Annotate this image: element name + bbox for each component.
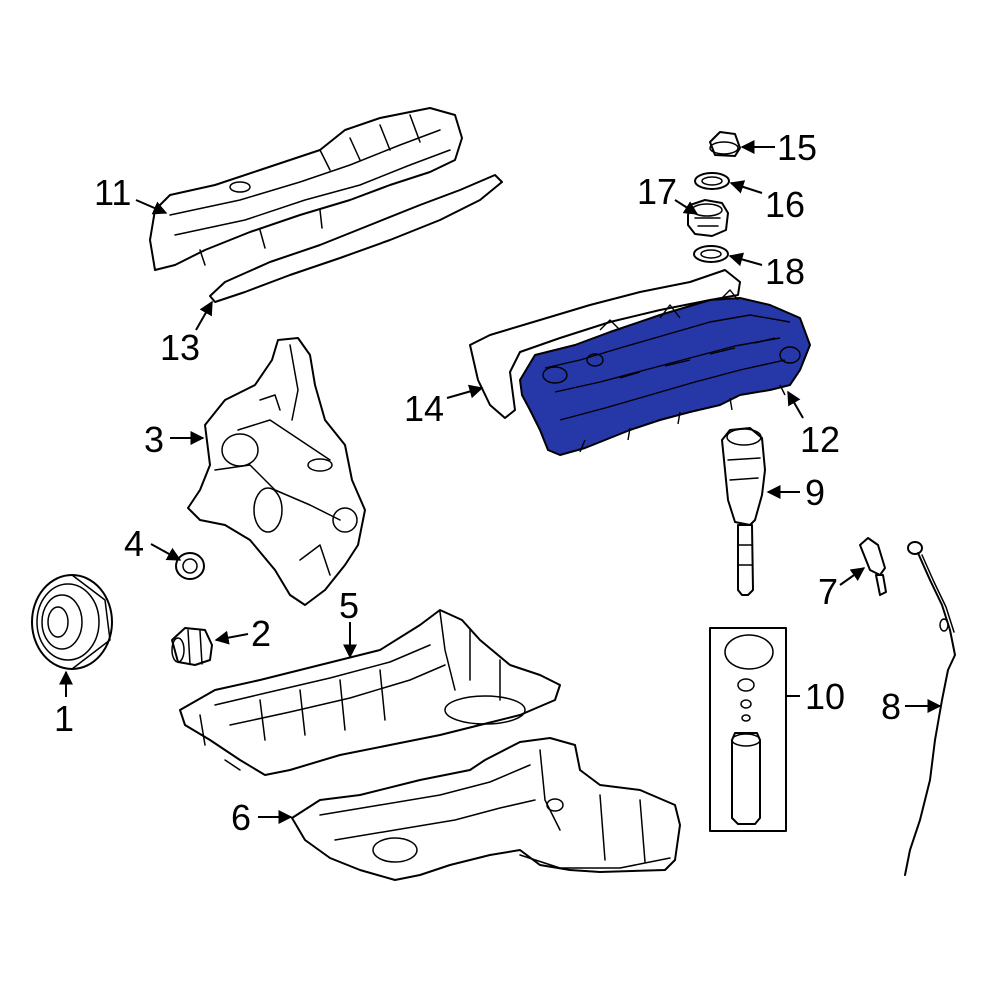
part-7-sensor[interactable] bbox=[859, 537, 887, 596]
callout-6: 6 bbox=[231, 797, 251, 838]
part-11-intake-cover[interactable] bbox=[149, 107, 463, 271]
part-2-mount[interactable] bbox=[171, 627, 213, 666]
part-17-filler-neck[interactable] bbox=[687, 199, 729, 237]
callout-16: 16 bbox=[765, 184, 805, 225]
leader-11 bbox=[135, 199, 168, 215]
part-18-seal-ring[interactable] bbox=[693, 245, 729, 263]
part-3-timing-cover[interactable] bbox=[187, 337, 366, 606]
callout-9: 9 bbox=[805, 472, 825, 513]
callout-3: 3 bbox=[144, 419, 164, 460]
part-15-cap[interactable] bbox=[709, 131, 741, 157]
callout-12: 12 bbox=[800, 419, 840, 460]
callout-7: 7 bbox=[818, 571, 838, 612]
part-8-dipstick[interactable] bbox=[904, 541, 956, 876]
part-10-filter-kit[interactable] bbox=[709, 627, 787, 832]
part-9-oil-filter-housing[interactable] bbox=[721, 427, 766, 596]
callout-8: 8 bbox=[881, 686, 901, 727]
leader-7 bbox=[839, 567, 866, 586]
leader-12 bbox=[787, 390, 804, 419]
part-6-lower-oil-pan[interactable] bbox=[291, 737, 681, 881]
callout-2: 2 bbox=[251, 613, 271, 654]
part-14-valve-cover-gasket[interactable] bbox=[469, 269, 741, 419]
part-16-seal-ring[interactable] bbox=[694, 172, 730, 190]
callout-1: 1 bbox=[54, 698, 74, 739]
part-5-upper-oil-pan[interactable] bbox=[179, 609, 561, 776]
leader-14 bbox=[446, 384, 484, 399]
callout-4: 4 bbox=[124, 523, 144, 564]
callout-10: 10 bbox=[805, 676, 845, 717]
callout-labels: 1 2 3 4 5 6 7 8 9 10 11 12 13 14 15 16 1… bbox=[54, 127, 901, 838]
part-4-seal[interactable] bbox=[175, 552, 205, 580]
callout-17: 17 bbox=[637, 171, 677, 212]
callout-13: 13 bbox=[160, 327, 200, 368]
leader-2 bbox=[214, 630, 249, 645]
leader-4 bbox=[150, 543, 182, 561]
callout-5: 5 bbox=[339, 585, 359, 626]
leader-17 bbox=[674, 199, 699, 215]
callout-11: 11 bbox=[94, 172, 131, 213]
part-13-gasket[interactable] bbox=[209, 174, 503, 303]
part-1-pulley[interactable] bbox=[31, 574, 113, 670]
callout-14: 14 bbox=[404, 388, 444, 429]
part-12-valve-cover[interactable] bbox=[519, 289, 811, 456]
leader-13 bbox=[195, 300, 213, 331]
callout-lines bbox=[59, 140, 942, 824]
leader-18 bbox=[728, 252, 763, 267]
callout-18: 18 bbox=[765, 251, 805, 292]
leader-16 bbox=[729, 180, 763, 194]
callout-15: 15 bbox=[777, 127, 817, 168]
